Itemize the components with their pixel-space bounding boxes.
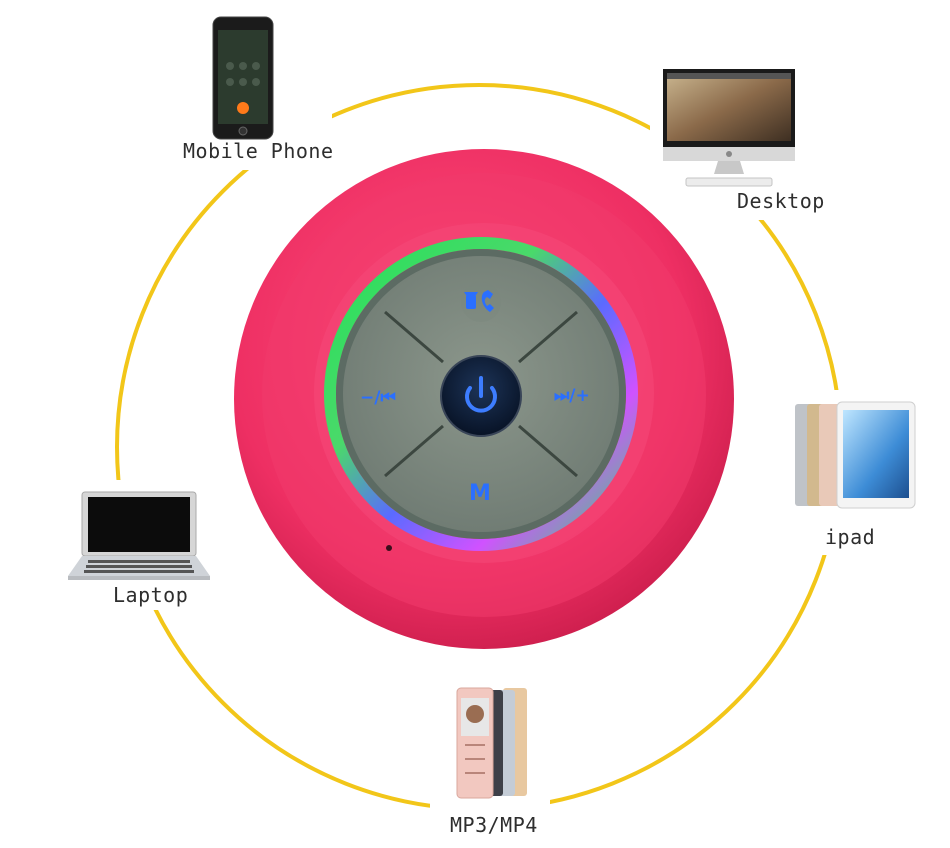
ipad-image [795, 401, 916, 509]
mode-label: M [469, 481, 491, 506]
desktop-image [663, 69, 795, 187]
mobile-phone-image [212, 16, 274, 140]
label-laptop: Laptop [113, 583, 189, 607]
power-button[interactable] [440, 355, 522, 437]
prev-label: −/⏮ [360, 388, 396, 408]
next-label: ⏭/+ [554, 386, 590, 406]
label-mobile-phone: Mobile Phone [183, 139, 334, 163]
label-mp3-mp4: MP3/MP4 [450, 813, 538, 837]
shower-speaker [234, 149, 734, 649]
led-ring [324, 237, 638, 551]
prev-volume-down-button[interactable]: −/⏮ [360, 388, 420, 414]
power-icon [465, 376, 497, 413]
light-call-button[interactable] [461, 282, 501, 322]
mp3-mp4-player-image [456, 687, 527, 799]
flashlight-phone-icon [464, 290, 494, 312]
mode-button[interactable]: M [469, 481, 499, 511]
label-ipad: ipad [825, 525, 876, 549]
label-desktop: Desktop [737, 189, 825, 213]
laptop-image [68, 491, 210, 580]
microphone-hole [386, 545, 392, 551]
next-volume-up-button[interactable]: ⏭/+ [554, 386, 614, 412]
